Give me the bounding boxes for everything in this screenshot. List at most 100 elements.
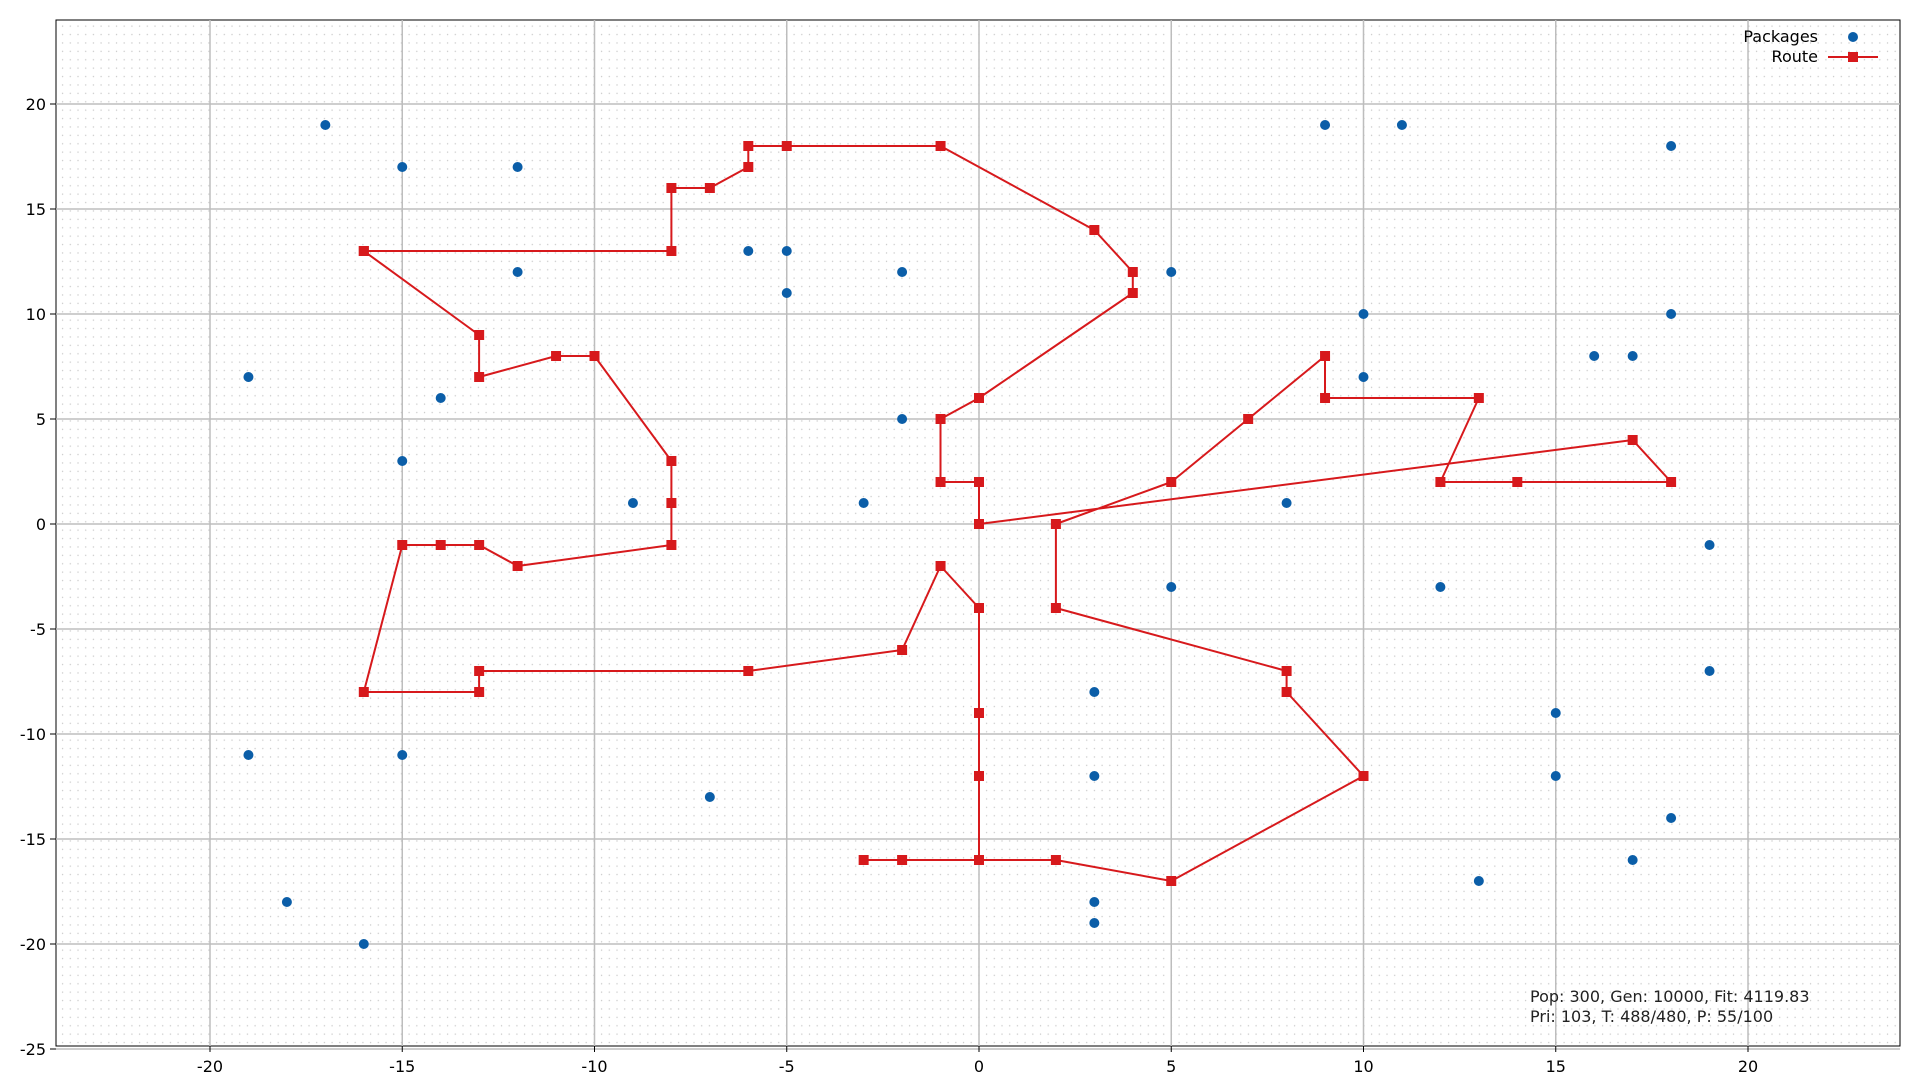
route-point	[474, 372, 485, 382]
package-point	[858, 498, 869, 508]
route-point	[1320, 393, 1331, 403]
route-point	[974, 393, 984, 403]
y-tick-label: -5	[30, 620, 46, 639]
package-point	[1166, 267, 1177, 277]
x-tick-label: 20	[1738, 1057, 1758, 1076]
x-tick-label: -10	[581, 1057, 607, 1076]
route-point	[858, 855, 869, 865]
route-point	[1473, 393, 1484, 403]
route-point	[935, 414, 946, 424]
route-point	[743, 666, 754, 676]
y-tick-label: -25	[20, 1040, 46, 1059]
route-point	[974, 855, 984, 865]
package-point	[512, 162, 523, 172]
route-point	[1243, 414, 1254, 424]
route-point	[1281, 687, 1292, 697]
package-point	[1627, 855, 1638, 865]
route-point	[897, 855, 908, 865]
package-point	[1435, 582, 1446, 592]
route-point	[666, 246, 677, 256]
route-point	[666, 456, 677, 466]
route-point	[1050, 603, 1061, 613]
route-series	[358, 141, 1677, 886]
package-point	[1550, 771, 1561, 781]
route-point	[1166, 876, 1177, 886]
package-point	[281, 897, 292, 907]
package-point	[743, 246, 754, 256]
package-point	[358, 939, 369, 949]
package-point	[1627, 351, 1638, 361]
package-point	[435, 393, 446, 403]
package-point	[704, 792, 715, 802]
route-point	[781, 141, 792, 151]
y-tick-label: 15	[26, 200, 46, 219]
package-point	[1281, 498, 1292, 508]
package-point	[1666, 813, 1677, 823]
package-point	[1666, 141, 1677, 151]
status-annotation: Pop: 300, Gen: 10000, Fit: 4119.83 Pri: …	[1530, 987, 1810, 1026]
package-point	[397, 162, 408, 172]
y-tick-label: 20	[26, 95, 46, 114]
package-point	[1089, 687, 1100, 697]
x-tick-label: 5	[1166, 1057, 1176, 1076]
x-tick-label: 0	[974, 1057, 984, 1076]
package-point	[627, 498, 638, 508]
route-point	[935, 141, 946, 151]
route-point	[666, 540, 677, 550]
package-point	[512, 267, 523, 277]
route-point	[1089, 225, 1100, 235]
route-point	[1320, 351, 1331, 361]
route-point	[474, 330, 485, 340]
route-point	[743, 162, 754, 172]
package-point	[397, 750, 408, 760]
route-point	[1512, 477, 1523, 487]
package-point	[1089, 918, 1100, 928]
package-point	[1666, 309, 1677, 319]
package-point	[1704, 666, 1715, 676]
package-point	[1589, 351, 1600, 361]
legend-marker-packages	[1848, 32, 1858, 42]
x-tick-label: -15	[389, 1057, 415, 1076]
package-point	[243, 372, 254, 382]
y-tick-label: -10	[20, 725, 46, 744]
package-point	[781, 246, 792, 256]
y-tick-label: 0	[36, 515, 46, 534]
package-point	[1550, 708, 1561, 718]
legend-marker-route	[1848, 52, 1858, 62]
route-point	[435, 540, 446, 550]
route-point	[1050, 855, 1061, 865]
route-point	[666, 183, 677, 193]
route-point	[1127, 267, 1138, 277]
route-point	[974, 771, 984, 781]
y-tick-label: 10	[26, 305, 46, 324]
x-tick-label: 15	[1546, 1057, 1566, 1076]
route-point	[1666, 477, 1677, 487]
route-point	[1358, 771, 1369, 781]
route-point	[974, 519, 984, 529]
route-point	[512, 561, 523, 571]
package-point	[1320, 120, 1331, 130]
route-point	[1281, 666, 1292, 676]
route-point	[358, 246, 369, 256]
route-point	[897, 645, 908, 655]
minor-grid	[57, 21, 1899, 1045]
route-point	[1627, 435, 1638, 445]
status-line-1: Pop: 300, Gen: 10000, Fit: 4119.83	[1530, 987, 1810, 1006]
route-point	[974, 708, 984, 718]
legend: Packages Route	[1743, 27, 1878, 66]
package-point	[397, 456, 408, 466]
package-point	[1089, 897, 1100, 907]
route-point	[1166, 477, 1177, 487]
legend-label-packages: Packages	[1743, 27, 1818, 46]
route-point	[1050, 519, 1061, 529]
route-point	[704, 183, 715, 193]
package-point	[1396, 120, 1407, 130]
route-point	[974, 477, 984, 487]
status-line-2: Pri: 103, T: 488/480, P: 55/100	[1530, 1007, 1773, 1026]
y-tick-label: -20	[20, 935, 46, 954]
package-point	[1473, 876, 1484, 886]
package-point	[243, 750, 254, 760]
x-tick-label: 10	[1353, 1057, 1373, 1076]
package-point	[781, 288, 792, 298]
